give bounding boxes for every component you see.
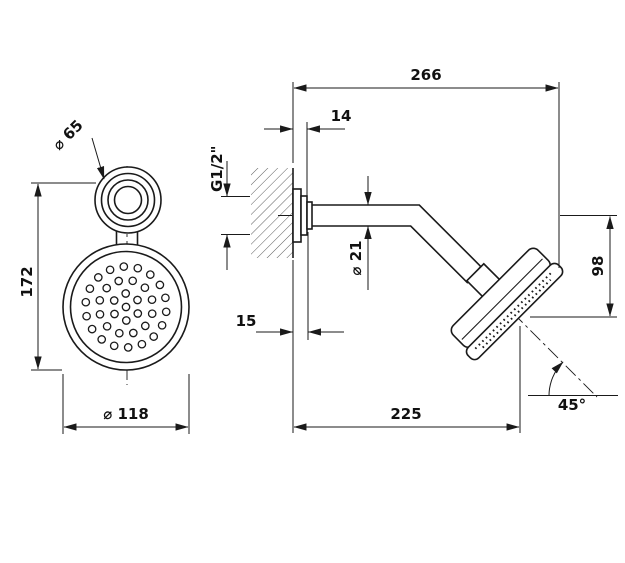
side-shower-head [450,247,564,361]
front-shower-head [62,243,190,371]
drop-label: 98 [589,256,607,277]
escutcheon-mid [300,195,308,236]
nozzle-dot [95,309,105,319]
shower-arm [309,204,482,284]
nozzle-dot [87,324,97,334]
nozzle-dot [161,307,171,317]
nozzle-dot [102,321,112,331]
angle-label: 45° [558,396,586,414]
wall-hatch [251,168,293,258]
nozzle-dot [155,280,165,290]
nozzle-dot [105,265,115,275]
nozzle-dot [128,276,138,286]
height-label: 172 [18,266,36,297]
nozzle-dot [97,335,107,344]
nozzle-dot [85,284,95,294]
side-view: 266 14 G1/2" ⌀ 21 98 [208,66,618,433]
nozzle-dot [82,311,91,321]
nozzle-dot [95,295,105,305]
dim-arm-diameter-21: ⌀ 21 [347,176,372,290]
leader-line [91,137,105,180]
nozzle-dot [81,297,91,307]
nozzle-dot [149,332,159,341]
nozzle-dot [121,302,131,312]
nozzle-pattern [81,262,171,352]
nozzle-dot [147,309,157,319]
nozzle-dot [133,263,143,273]
dim-angle-45: 45° [528,361,618,414]
front-view: ⌀ 65 172 ⌀ 118 [18,116,190,434]
nozzle-dot [140,321,150,331]
nozzle-dot [137,339,147,349]
dim-head-diameter: ⌀ 118 [62,374,190,434]
nozzle-dot [121,316,131,325]
nozzle-dot [161,293,170,303]
flange-hub [113,185,143,215]
nozzle-dot [157,320,167,330]
nozzle-dot [147,295,157,305]
nozzle-dot [128,328,138,338]
side-escutcheon [292,188,313,243]
escutcheon-outer [292,188,302,243]
nozzle-dot [114,328,124,338]
dim-flange-diameter: ⌀ 65 [49,116,105,180]
nozzle-dot [133,309,143,318]
dim-height-172: 172 [18,182,96,371]
wall-offset-label: 15 [236,312,257,330]
nozzle-dot [145,270,155,279]
dim-thread-g12: G1/2" [208,146,250,270]
nozzle-dot [119,262,129,271]
dim-projection-225: 225 [293,326,521,433]
nozzle-dot [110,309,119,319]
arm-diameter-label: ⌀ 21 [347,240,365,275]
projection-label: 225 [390,405,421,423]
nozzle-dot [140,283,150,293]
head-body-detail-line [461,258,543,340]
nozzle-dot [102,283,112,293]
nozzle-dot [114,276,124,286]
nozzle-dot [93,273,103,282]
thread-label: G1/2" [208,146,226,192]
flange-diameter-label: ⌀ 65 [49,116,87,154]
head-face-plate [465,262,564,361]
nozzle-dot [121,289,131,298]
dim-reach-266: 266 [292,66,560,268]
escutcheon-inner [306,201,313,230]
dim-escutcheon-depth-14: 14 [264,107,351,198]
nozzle-dot [109,296,119,305]
nozzle-dot [109,341,119,351]
escutcheon-depth-label: 14 [331,107,352,125]
reach-label: 266 [410,66,441,84]
dim-wall-offset-15: 15 [236,232,344,433]
head-inner-rim [69,250,183,364]
nozzle-dot [133,295,142,305]
angle-arc [548,361,564,397]
nozzle-dot [123,343,133,352]
dim-drop-98: 98 [530,215,617,318]
head-diameter-label: ⌀ 118 [103,405,149,423]
front-flange [94,166,162,234]
